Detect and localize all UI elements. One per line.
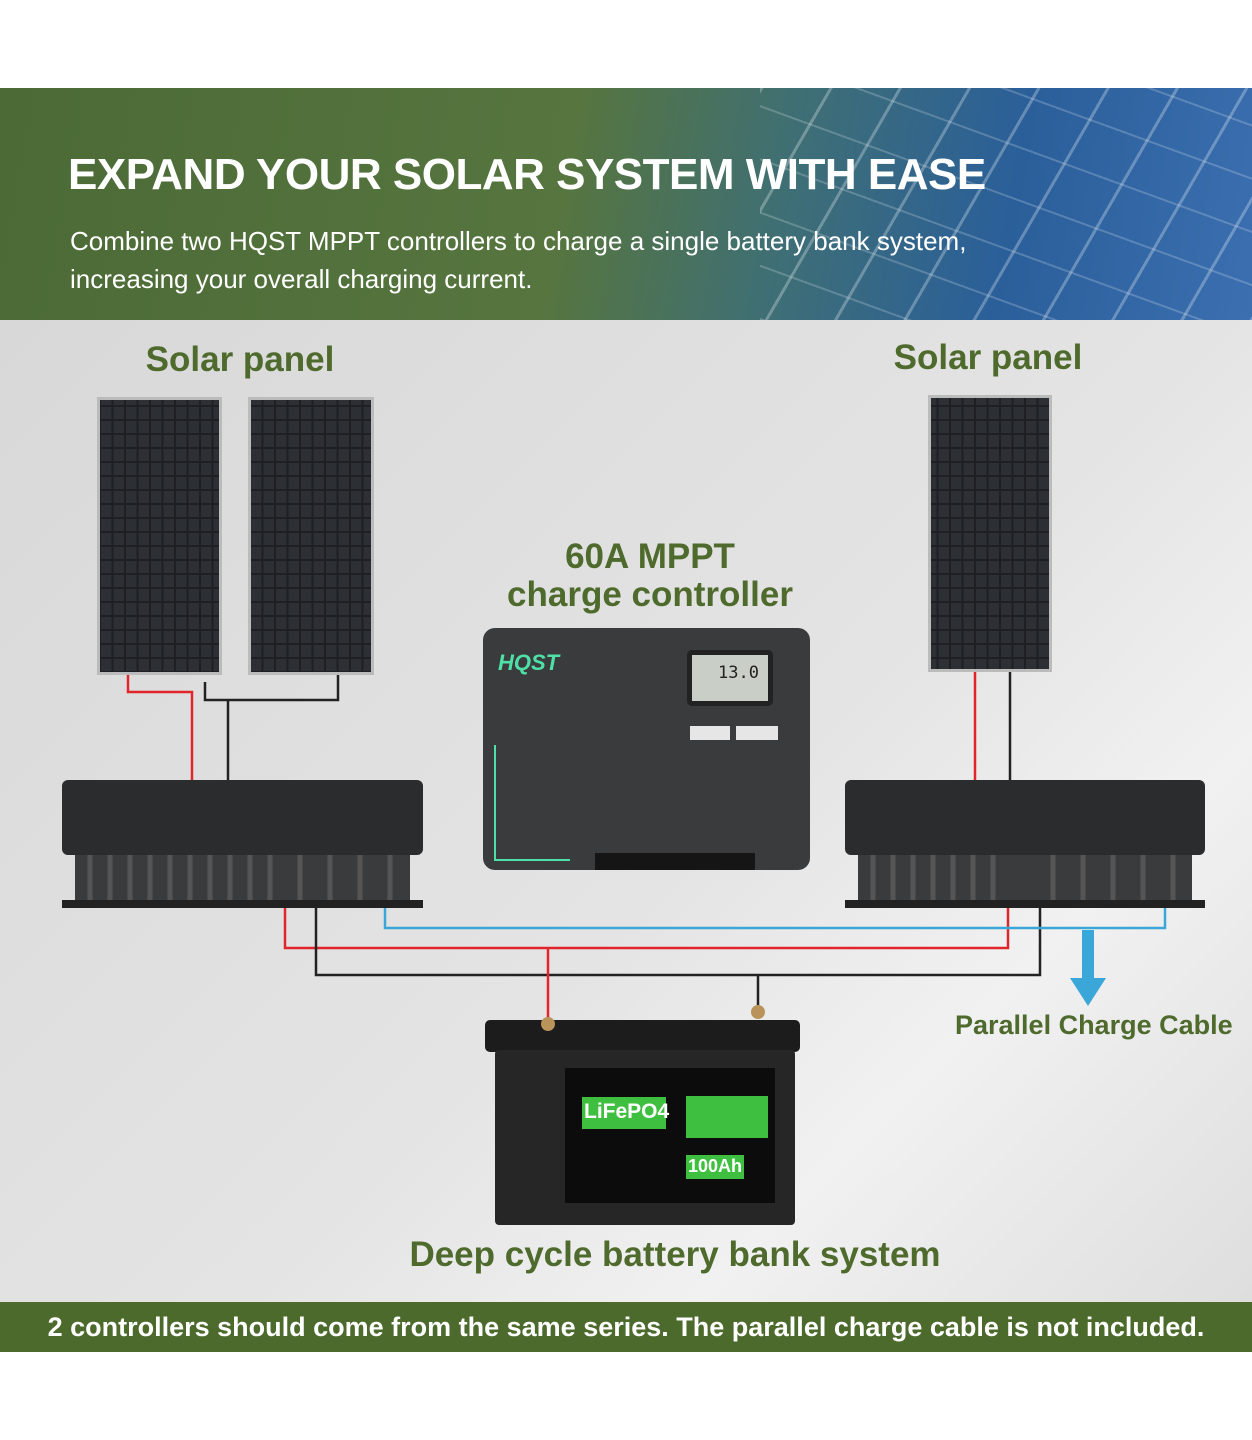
banner-title: EXPAND YOUR SOLAR SYSTEM WITH EASE xyxy=(68,150,986,199)
battery-chemistry-label: LiFePO4 xyxy=(584,1100,670,1123)
controller-right-side xyxy=(845,780,1205,908)
solar-panel-left-label: Solar panel xyxy=(145,340,335,379)
controller-lcd-readout: 13.0 xyxy=(718,663,759,683)
controller-left-side xyxy=(62,780,423,908)
solar-panel-left-2 xyxy=(248,397,374,675)
controller-label-line2: charge controller xyxy=(507,575,793,614)
header-banner xyxy=(0,88,1252,320)
controller-label-line1: 60A MPPT xyxy=(565,537,735,576)
footer-note: 2 controllers should come from the same … xyxy=(0,1302,1252,1352)
mppt-controller-front xyxy=(483,628,810,870)
battery-capacity-label: 100Ah xyxy=(688,1156,743,1176)
parallel-cable-label: Parallel Charge Cable xyxy=(955,1010,1233,1040)
solar-panel-right xyxy=(928,395,1052,672)
solar-panel-right-label: Solar panel xyxy=(893,338,1083,377)
banner-subtitle: Combine two HQST MPPT controllers to cha… xyxy=(70,226,967,294)
lifepo4-battery xyxy=(485,1005,800,1225)
controller-brand-logo: HQST xyxy=(498,650,560,675)
solar-array-photo xyxy=(760,88,1252,320)
controller-label: 60A MPPT charge controller xyxy=(480,538,820,614)
battery-label: Deep cycle battery bank system xyxy=(409,1235,941,1274)
parallel-cable-arrow-icon xyxy=(1070,930,1106,1006)
solar-panel-left-1 xyxy=(97,397,222,675)
